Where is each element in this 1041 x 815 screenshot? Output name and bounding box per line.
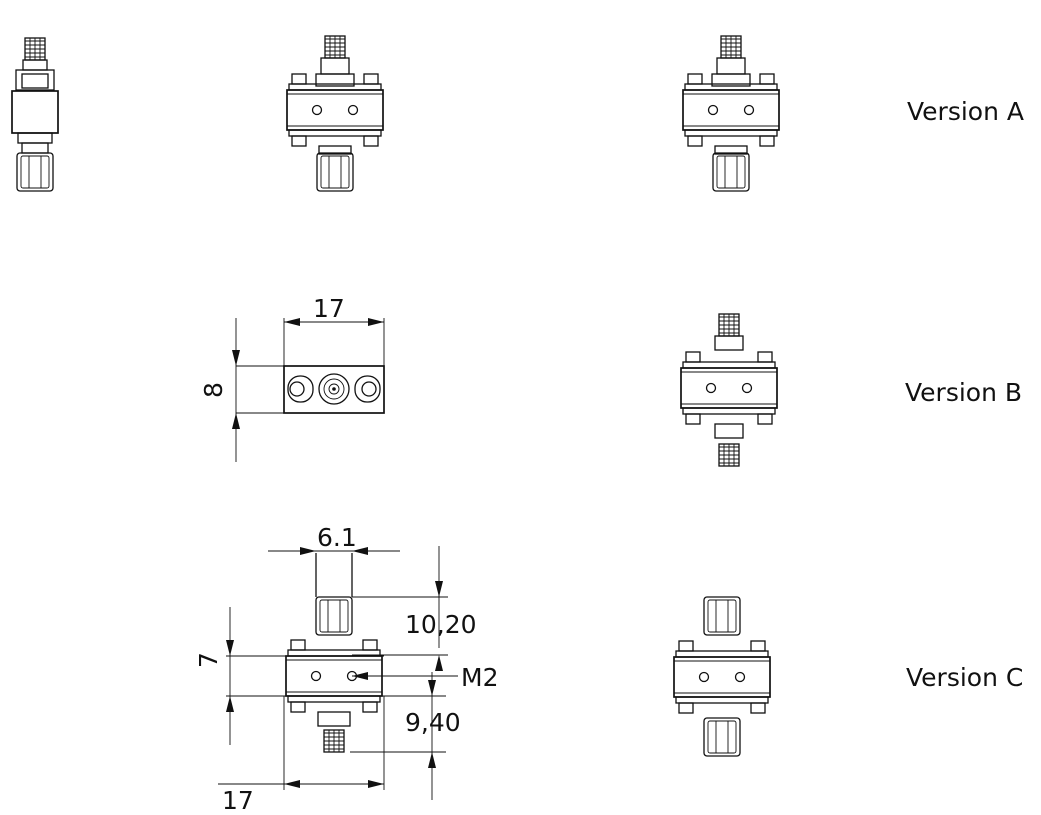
version-a-label: Version A: [907, 97, 1024, 126]
dimension-thread-label: M2: [461, 663, 498, 692]
dimension-upper-offset: [352, 546, 448, 671]
dimension-connector-width: [268, 547, 400, 560]
dimension-lower-offset: [350, 672, 446, 800]
dimension-top-width-label: 17: [313, 294, 345, 323]
version-a-drawing: [682, 35, 780, 192]
dimension-top-width: [283, 318, 385, 366]
dimension-connector-width-label: 6.1: [317, 523, 357, 552]
front-view-drawing: [285, 553, 383, 753]
dimension-bottom-width: [218, 696, 385, 790]
version-b-label: Version B: [905, 378, 1022, 407]
top-view-drawing: [283, 365, 385, 414]
dimension-top-height-label: 8: [199, 382, 228, 398]
side-view-drawing: [11, 37, 59, 192]
dimension-thread: [352, 672, 458, 680]
dimension-body-height: [226, 607, 384, 745]
dimension-lower-offset-label: 9,40: [405, 708, 461, 737]
dimension-top-height: [232, 318, 284, 462]
version-a-front-drawing: [286, 35, 384, 192]
dimension-bottom-width-label: 17: [222, 786, 254, 815]
dimension-body-height-label: 7: [194, 652, 223, 668]
version-b-drawing: [680, 313, 778, 467]
version-c-label: Version C: [906, 663, 1023, 692]
version-c-drawing: [673, 596, 771, 757]
dimension-upper-offset-label: 10,20: [405, 610, 477, 639]
